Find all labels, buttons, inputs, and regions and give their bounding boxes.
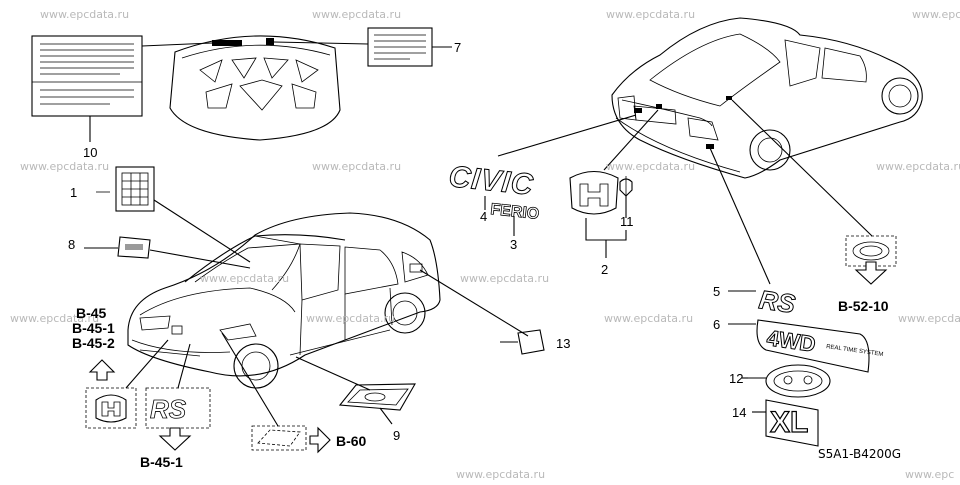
hood-drawing [169, 35, 341, 141]
part-number-3: 3 [510, 237, 518, 252]
watermark: www.epcdata.ru [876, 160, 960, 173]
part-number-9: 9 [393, 428, 401, 443]
ref-b52-10[interactable]: B-52-10 [838, 298, 889, 314]
arrow-down-b45-1 [158, 427, 192, 451]
part-number-1: 1 [70, 185, 78, 200]
diagram-code: S5A1-B4200G [818, 447, 902, 461]
rs-badge-text: RS [757, 284, 798, 319]
arrow-right-b60 [309, 426, 331, 454]
ref-b45-1-bottom[interactable]: B-45-1 [140, 454, 183, 470]
rear-emblem-h-2 [569, 170, 619, 215]
front-rs-emblem-text: RS [150, 394, 187, 424]
part-number-2: 2 [601, 262, 609, 277]
arrow-down-b52-10 [854, 261, 888, 285]
ref-b45[interactable]: B-45 [76, 305, 107, 321]
watermark: www.epcdata.ru [306, 312, 396, 325]
rear-car-drawing [611, 17, 923, 179]
watermark: www.epcdata.ru [200, 272, 290, 285]
front-emblem-h [85, 387, 137, 429]
ferio-badge-3: FERIO [489, 201, 540, 224]
arrow-up-b45 [88, 359, 116, 381]
watermark: www.epcdata.ru [606, 160, 696, 173]
watermark: www.epcdata.ru [606, 8, 696, 21]
oval-emblem-12 [765, 364, 831, 398]
part-number-5: 5 [713, 284, 721, 299]
part-number-7: 7 [454, 40, 462, 55]
caution-label-sheet-10 [31, 35, 143, 117]
part-number-4: 4 [480, 209, 488, 224]
part-number-13: 13 [556, 336, 571, 351]
civic-badge-4: CIVIC [447, 160, 536, 203]
front-rs-emblem: RS [145, 387, 211, 429]
front-car-drawing [127, 212, 441, 389]
part-number-8: 8 [68, 237, 76, 252]
watermark: www.epcdata.ru [20, 160, 110, 173]
watermark: www.epcdata.ru [10, 312, 100, 325]
part-number-11: 11 [620, 214, 634, 229]
ref-b60[interactable]: B-60 [336, 433, 367, 449]
ferio-badge-text: FERIO [490, 201, 540, 223]
realtime-badge-text: REAL TIME SYSTEM [826, 344, 884, 358]
watermark: www.epcdata.ru [312, 160, 402, 173]
watermark: www.epcdata.ru [456, 468, 546, 481]
label-7 [367, 27, 433, 67]
label-1 [115, 166, 155, 212]
watermark: www.epcdata.ru [460, 272, 550, 285]
plate-8 [117, 236, 151, 259]
part-number-12: 12 [729, 371, 744, 386]
watermark: www.epc [912, 8, 960, 21]
ref-b45-1[interactable]: B-45-1 [72, 320, 115, 336]
xl-badge-text: XL [770, 406, 808, 439]
part-number-10: 10 [83, 145, 98, 160]
sticker-13 [517, 329, 545, 355]
watermark: www.epc [905, 468, 955, 481]
sticker-b60 [251, 425, 307, 451]
rs-badge-5: RS [757, 284, 799, 320]
watermark: www.epcdata.ru [40, 8, 130, 21]
part-number-14: 14 [732, 405, 747, 420]
watermark: www.epcdata.ru [898, 312, 960, 325]
clip-11 [619, 176, 633, 197]
watermark: www.epcdata.ru [604, 312, 694, 325]
watermark: www.epcdata.ru [312, 8, 402, 21]
ref-b45-2[interactable]: B-45-2 [72, 335, 115, 351]
part-number-6: 6 [713, 317, 721, 332]
xl-badge-14: XL [765, 399, 819, 447]
sill-plate-9 [338, 383, 416, 411]
civic-badge-text: CIVIC [447, 160, 535, 202]
fourwd-badge-6: 4WD REAL TIME SYSTEM [756, 319, 884, 373]
